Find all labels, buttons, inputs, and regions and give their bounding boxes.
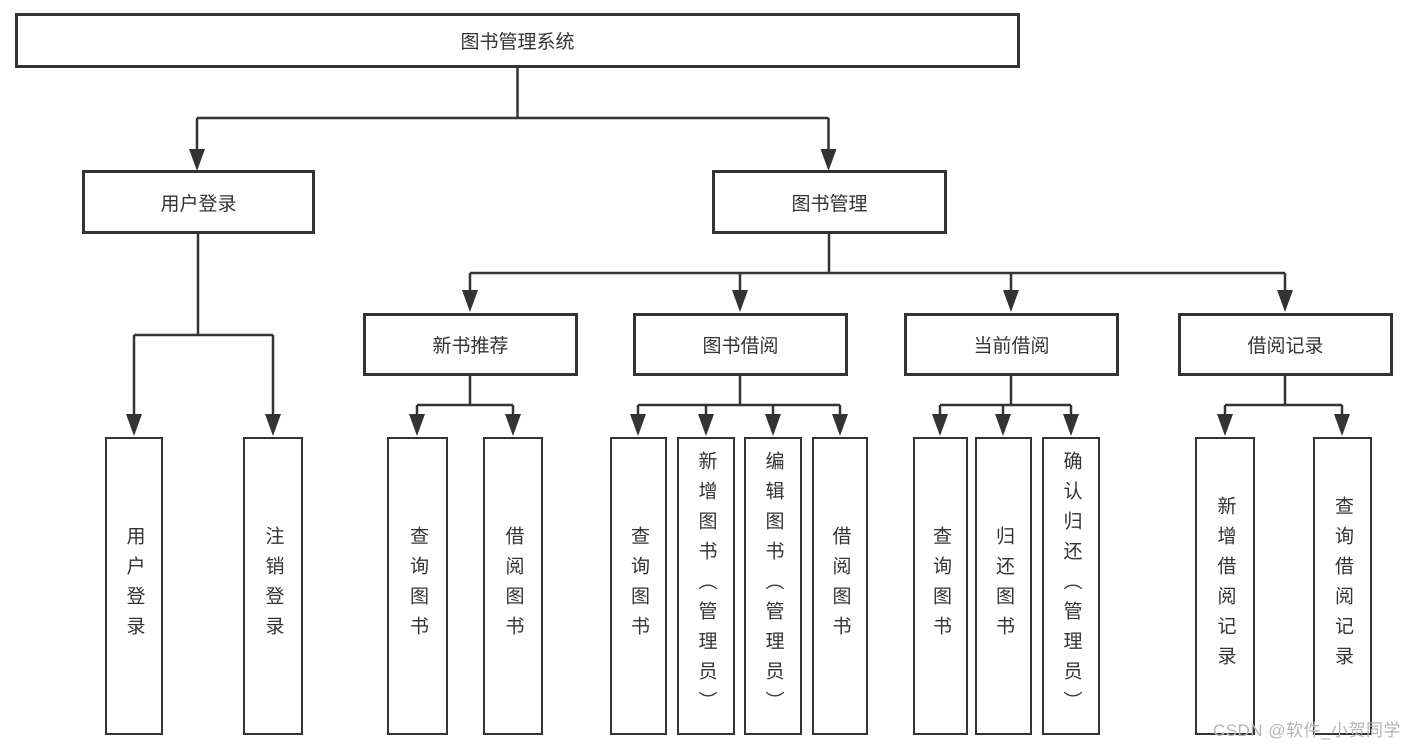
node-label: 图书管理 [791, 193, 868, 215]
node-user-login: 用户登录 [82, 170, 315, 234]
node-book-borrowing: 图书借阅 [633, 313, 848, 376]
node-edit-books-admin: 编辑图书（管理员） [744, 437, 802, 735]
node-label: 借阅图书 [829, 526, 851, 646]
node-label: 查询借阅记录 [1332, 496, 1353, 676]
node-label: 借阅记录 [1247, 336, 1324, 357]
arrowhead-icons [126, 149, 1350, 436]
node-label: 注销登录 [262, 526, 284, 646]
node-label: 图书管理系统 [460, 32, 575, 53]
node-query-books: 查询图书 [387, 437, 448, 735]
node-label: 编辑图书（管理员） [762, 451, 784, 721]
node-borrow-books: 借阅图书 [483, 437, 543, 735]
node-query-borrow-record: 查询借阅记录 [1313, 437, 1372, 735]
node-label: 新书推荐 [432, 336, 509, 357]
node-current-borrowing: 当前借阅 [904, 313, 1119, 376]
node-label: 借阅图书 [502, 526, 524, 646]
node-label: 用户登录 [123, 526, 145, 646]
csdn-watermark: CSDN @软件_小贺同学 [1212, 721, 1401, 740]
node-borrow-books: 借阅图书 [812, 437, 868, 735]
node-library-management-system: 图书管理系统 [15, 13, 1020, 68]
node-add-borrow-record: 新增借阅记录 [1195, 437, 1255, 735]
node-new-book-recommend: 新书推荐 [363, 313, 578, 376]
node-label: 用户登录 [160, 193, 237, 215]
node-label: 查询图书 [930, 526, 951, 646]
node-query-books: 查询图书 [913, 437, 968, 735]
node-query-books: 查询图书 [610, 437, 667, 735]
node-book-management: 图书管理 [712, 170, 947, 234]
node-label: 新增借阅记录 [1214, 496, 1236, 676]
node-label: 当前借阅 [973, 336, 1050, 357]
node-add-books-admin: 新增图书（管理员） [677, 437, 735, 735]
node-label: 查询图书 [628, 526, 649, 646]
node-label: 归还图书 [993, 526, 1014, 646]
node-logout: 注销登录 [243, 437, 303, 735]
node-confirm-return-admin: 确认归还（管理员） [1042, 437, 1100, 735]
node-label: 新增图书（管理员） [695, 451, 717, 721]
tree-edges [132, 68, 1344, 416]
node-label: 查询图书 [407, 526, 428, 646]
node-label: 图书借阅 [702, 336, 779, 357]
node-borrowing-records: 借阅记录 [1178, 313, 1393, 376]
node-user-login-leaf: 用户登录 [105, 437, 163, 735]
node-return-books: 归还图书 [975, 437, 1032, 735]
node-label: 确认归还（管理员） [1060, 451, 1082, 721]
